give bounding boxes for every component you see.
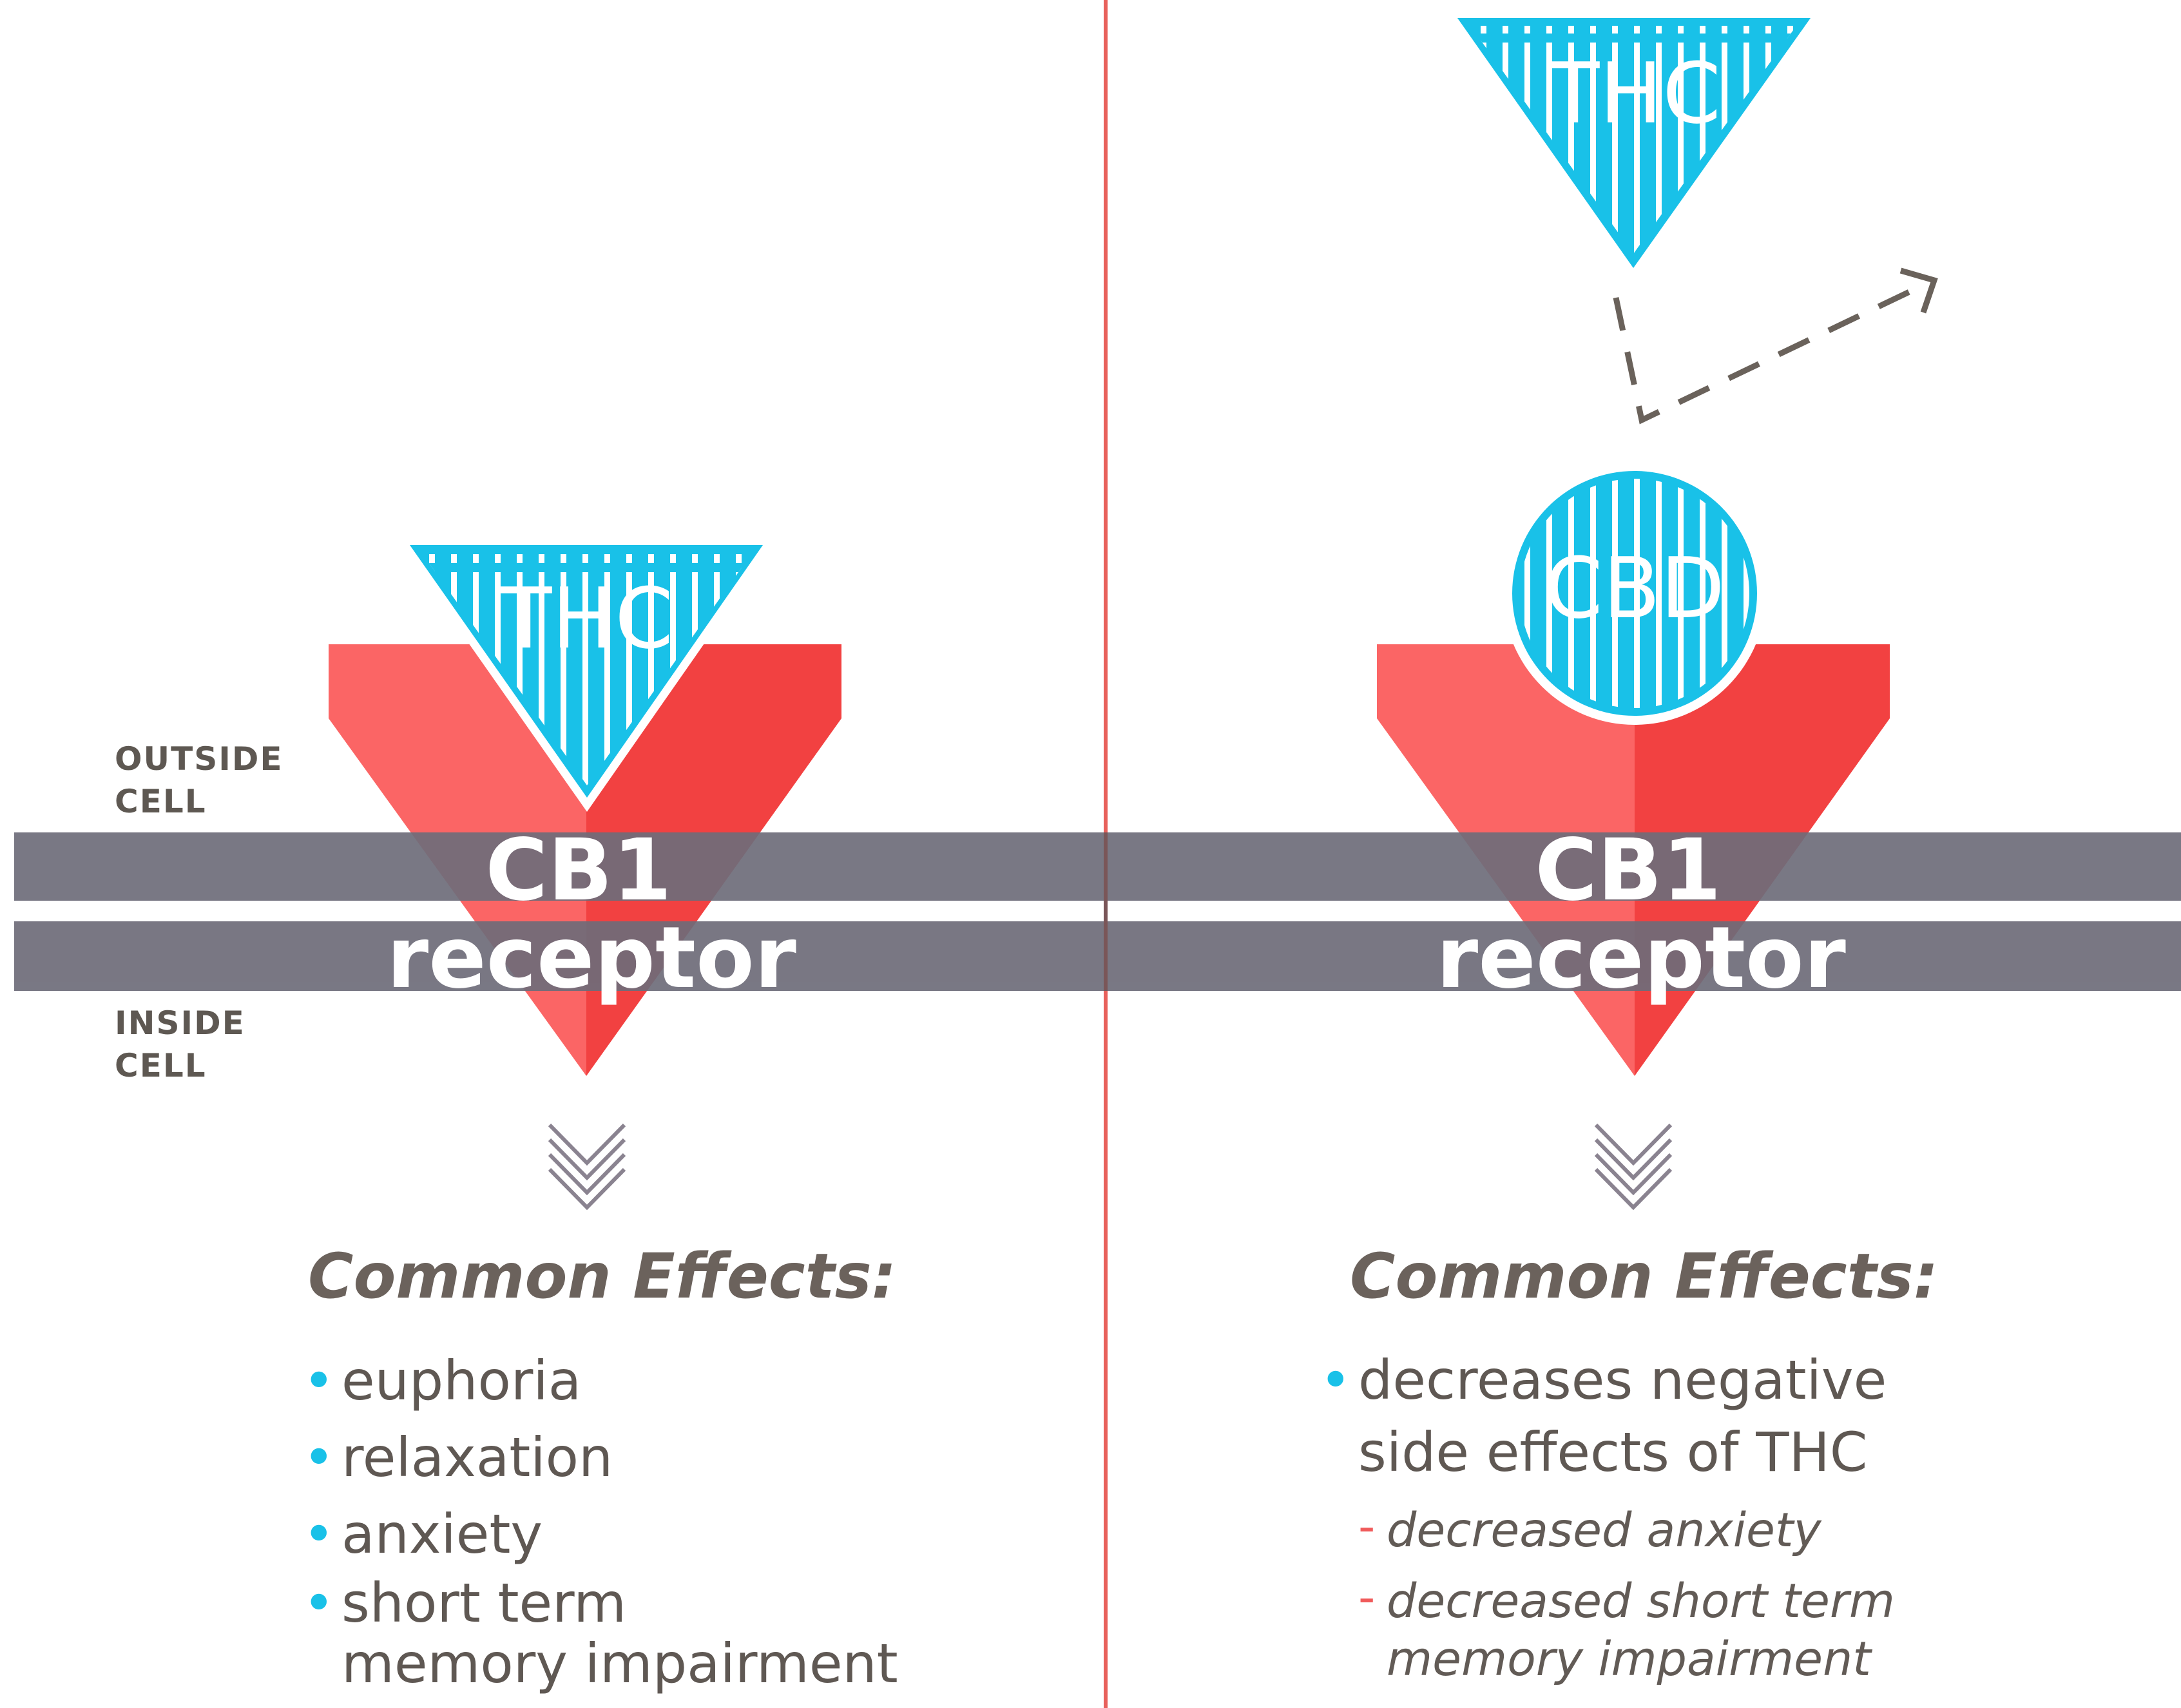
left-effects-list: •euphoria •relaxation •anxiety •short te…: [298, 1343, 898, 1694]
bullet-icon: •: [303, 1502, 335, 1566]
right-thc-molecule: THC: [1443, 14, 1825, 278]
right-cb1-label: CB1: [1535, 821, 1721, 920]
right-thc-label: THC: [1548, 44, 1721, 142]
bullet-icon: •: [303, 1349, 335, 1412]
right-effects-title: Common Effects:: [1350, 1240, 1939, 1312]
outside-cell-label: OUTSIDE CELL: [115, 738, 283, 823]
inside-cell-line2: CELL: [115, 1047, 207, 1084]
dash-icon: -: [1358, 1499, 1376, 1554]
left-chevron-down-icon: [548, 1123, 626, 1211]
list-item: •relaxation: [298, 1419, 898, 1496]
bullet-icon: •: [303, 1571, 335, 1635]
list-item: •euphoria: [298, 1343, 898, 1419]
left-effects-title: Common Effects:: [308, 1240, 897, 1312]
bullet-icon: •: [303, 1426, 335, 1489]
dashed-arrow-icon: [1613, 267, 1938, 425]
inside-cell-label: INSIDE CELL: [115, 1002, 245, 1087]
list-item: -decreased anxiety: [1358, 1499, 1821, 1558]
cbd-label: CBD: [1544, 539, 1725, 637]
right-sub-effects-list: -decreased anxiety -decreased short term…: [1358, 1499, 1895, 1702]
right-receptor-label: receptor: [1436, 908, 1846, 1008]
cbd-molecule: CBD: [1503, 462, 1766, 725]
list-item: •anxiety: [298, 1496, 898, 1573]
outside-cell-line2: CELL: [115, 783, 207, 820]
left-thc-label: THC: [500, 570, 673, 667]
cell-membrane: [14, 832, 2181, 991]
left-receptor-label: receptor: [387, 908, 796, 1008]
outside-cell-line1: OUTSIDE: [115, 740, 283, 778]
left-thc-molecule: THC: [394, 537, 778, 812]
left-cb1-label: CB1: [485, 821, 671, 920]
right-chevron-down-icon: [1594, 1123, 1673, 1211]
inside-cell-line1: INSIDE: [115, 1004, 245, 1042]
dash-icon: -: [1358, 1570, 1376, 1625]
bullet-icon: •: [1320, 1348, 1352, 1412]
